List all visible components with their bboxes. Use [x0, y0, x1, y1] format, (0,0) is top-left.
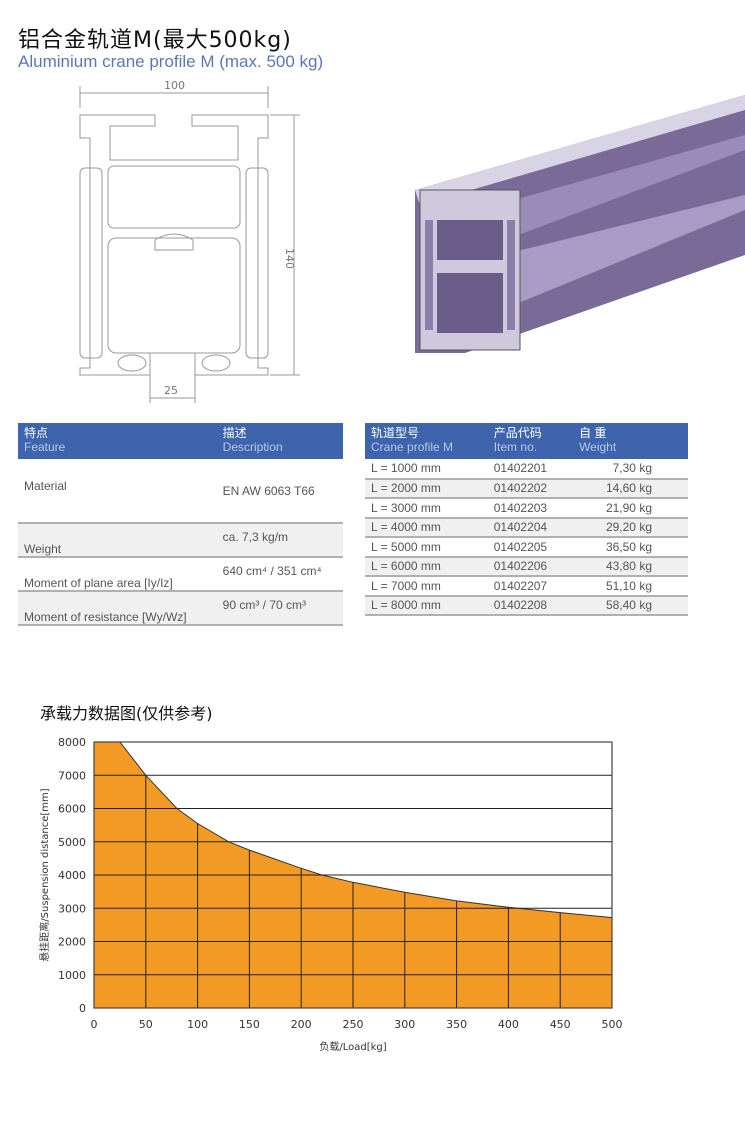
x-tick-label: 200: [291, 1018, 312, 1031]
item-no-cell: 01402205: [487, 537, 574, 558]
table-row: Moment of resistance [Wy/Wz]90 cm³ / 70 …: [18, 591, 343, 626]
y-tick-label: 7000: [58, 769, 86, 782]
x-tick-label: 0: [91, 1018, 98, 1031]
page-subtitle: Aluminium crane profile M (max. 500 kg): [18, 52, 324, 71]
y-tick-label: 0: [79, 1002, 86, 1015]
y-tick-label: 8000: [58, 736, 86, 749]
weight-cell: 14,60 kg: [573, 478, 688, 499]
item-no-cell: 01402202: [487, 478, 574, 499]
weight-cell: 29,20 kg: [573, 517, 688, 538]
length-cell: L = 7000 mm: [365, 576, 488, 597]
length-cell: L = 4000 mm: [365, 517, 488, 538]
y-tick-label: 1000: [58, 969, 86, 982]
item-no-cell: 01402203: [487, 498, 574, 519]
table-row: Moment of plane area [Iy/Iz]640 cm⁴ / 35…: [18, 557, 343, 592]
plot-frame: [93, 741, 613, 1009]
length-cell: L = 6000 mm: [365, 556, 488, 577]
item-no-cell: 01402204: [487, 517, 574, 538]
profile-3d-render: [415, 95, 745, 353]
length-cell: L = 5000 mm: [365, 537, 488, 558]
y-tick-label: 4000: [58, 869, 86, 882]
x-tick-label: 400: [498, 1018, 519, 1031]
item-no-cell: 01402206: [487, 556, 574, 577]
weight-cell: 21,90 kg: [573, 498, 688, 519]
profile-cross-section-drawing: 100 140 25: [79, 79, 300, 403]
x-tick-label: 350: [446, 1018, 467, 1031]
weight-cell: 36,50 kg: [573, 537, 688, 558]
load-chart: 0 1000 2000 3000 4000 5000 6000 7000 8000 0 50 100 1…: [38, 736, 623, 1053]
weight-cell: 7,30 kg: [573, 459, 688, 480]
x-tick-label: 100: [187, 1018, 208, 1031]
x-tick-label: 50: [139, 1018, 153, 1031]
y-tick-label: 5000: [58, 836, 86, 849]
weight-cell: 51,10 kg: [573, 576, 688, 597]
y-tick-label: 6000: [58, 803, 86, 816]
y-tick-label: 3000: [58, 902, 86, 915]
item-no-cell: 01402207: [487, 576, 574, 597]
width-dimension-label: 100: [164, 79, 185, 92]
y-axis-label: 悬挂距离/Suspension distance[mm]: [38, 788, 51, 961]
length-cell: L = 3000 mm: [365, 498, 488, 519]
slot-dimension-label: 25: [164, 384, 178, 397]
length-cell: L = 8000 mm: [365, 595, 488, 616]
x-tick-label: 300: [394, 1018, 415, 1031]
x-tick-label: 150: [239, 1018, 260, 1031]
x-tick-label: 450: [550, 1018, 571, 1031]
length-cell: L = 1000 mm: [365, 459, 488, 480]
weight-cell: 43,80 kg: [573, 556, 688, 577]
y-tick-label: 2000: [58, 936, 86, 949]
length-cell: L = 2000 mm: [365, 478, 488, 499]
weight-cell: 58,40 kg: [573, 595, 688, 616]
height-dimension-label: 140: [283, 248, 296, 269]
item-no-cell: 01402201: [487, 459, 574, 480]
page-title: 铝合金轨道M(最大500kg): [18, 28, 292, 53]
x-tick-label: 500: [602, 1018, 623, 1031]
chart-title: 承载力数据图(仅供参考): [40, 704, 213, 723]
x-tick-label: 250: [343, 1018, 364, 1031]
item-no-cell: 01402208: [487, 595, 574, 616]
x-axis-label: 负载/Load[kg]: [319, 1040, 386, 1053]
